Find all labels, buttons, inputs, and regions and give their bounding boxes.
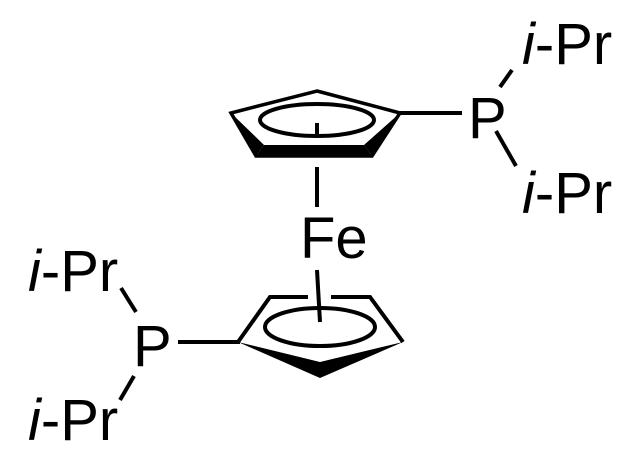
ipr-label: i-Pr [522, 12, 612, 77]
bottom-cp-ring [236, 295, 405, 378]
top-phosphine: P i-Pr i-Pr [400, 12, 612, 226]
ipr-label: i-Pr [28, 239, 118, 304]
svg-text:P: P [133, 314, 172, 379]
ipr-label: i-Pr [522, 161, 612, 226]
fe-label: Fe [300, 206, 368, 271]
ipr-label: i-Pr [28, 388, 118, 453]
bottom-phosphine: P i-Pr i-Pr [28, 239, 240, 453]
top-cp-ring [228, 89, 403, 158]
fe-bottom-bond [315, 269, 322, 323]
